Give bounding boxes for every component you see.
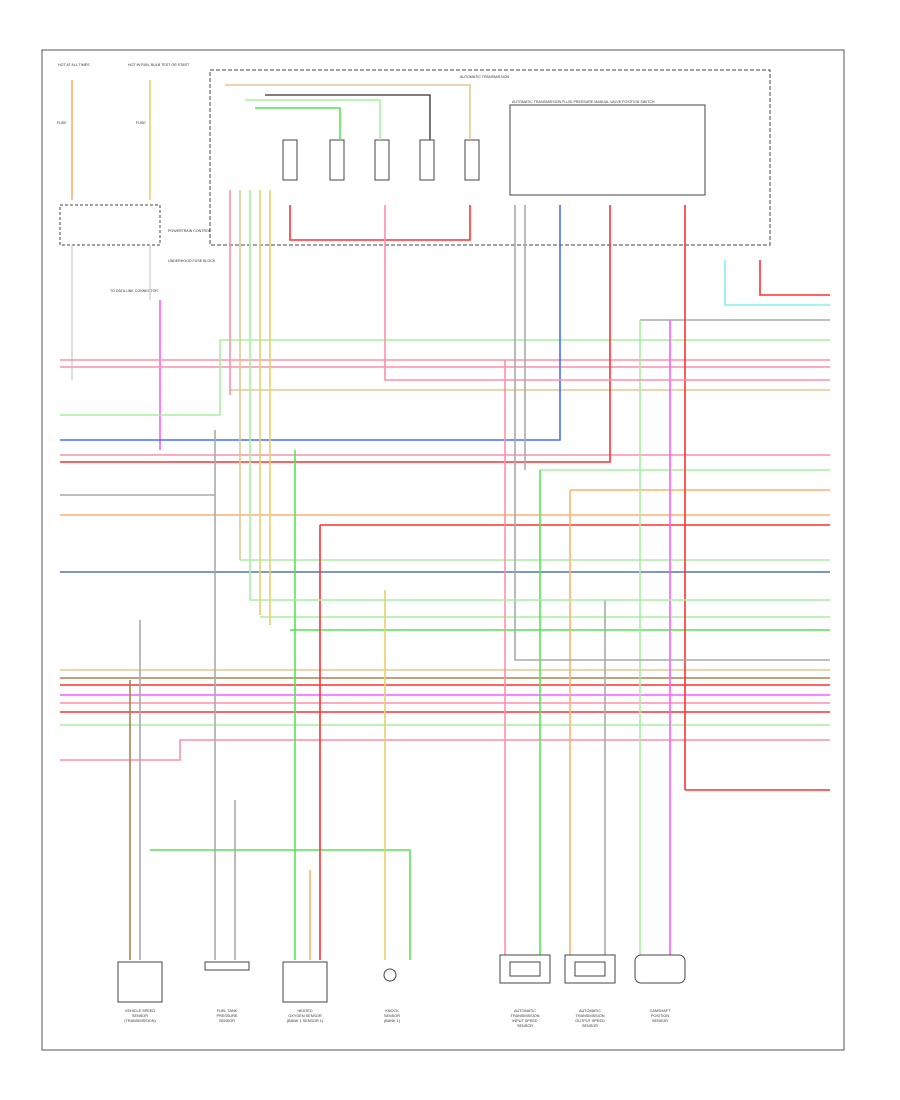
wire-lt_green — [60, 339, 830, 416]
wire-pink — [384, 205, 830, 381]
wire-gray — [514, 205, 830, 661]
automatic-transmission-module: AUTOMATIC TRANSMISSION AUTOMATIC TRANSMI… — [209, 69, 771, 246]
wire-black — [265, 94, 431, 140]
fuse-relay-block — [59, 80, 161, 450]
component-knock-sensor — [383, 968, 397, 982]
wire-red — [289, 205, 471, 241]
wire-lt_green — [245, 99, 381, 140]
wire-red — [60, 205, 611, 463]
fuse-label-1: FUSE — [57, 121, 67, 125]
component-camshaft-position-sensor — [634, 954, 686, 984]
diagram-frame — [41, 49, 845, 1051]
wire-lt_green — [249, 190, 830, 601]
hot-at-all-times-label: HOT AT ALL TIMES — [58, 63, 90, 67]
wire-green — [255, 107, 341, 140]
wire-pink — [60, 739, 830, 761]
hot-in-run-label: HOT IN RUN, BULB TEST OR START — [128, 63, 190, 67]
wire-blue — [60, 205, 561, 441]
component-output-speed-sensor — [564, 954, 616, 984]
wire-green — [150, 849, 411, 960]
solenoid-group — [282, 139, 480, 181]
fuse-label-2: FUSE — [136, 121, 146, 125]
pcm-relay-label: POWERTRAIN CONTROL MODULE RELAY — [168, 229, 240, 233]
component-input-speed-sensor — [499, 954, 551, 984]
pressure-switch-title: AUTOMATIC TRANSMISSION FLUID PRESSURE MA… — [512, 100, 655, 104]
wire-layer — [60, 84, 830, 960]
pressure-switch-assembly — [509, 104, 706, 196]
underhood-fuse-block-label: UNDERHOOD FUSE BLOCK — [168, 259, 216, 263]
data-link-label: TO DATA LINK CONNECTOR — [110, 289, 158, 293]
wire-lt_blue — [724, 260, 830, 306]
wire-tan — [225, 84, 471, 140]
component-heated-oxygen-sensor — [282, 961, 328, 1003]
module-title: AUTOMATIC TRANSMISSION — [460, 75, 510, 79]
component-fuel-tank-pressure-sensor — [204, 961, 250, 971]
wire-red — [759, 260, 830, 296]
component-vehicle-speed-sensor — [117, 961, 163, 1003]
